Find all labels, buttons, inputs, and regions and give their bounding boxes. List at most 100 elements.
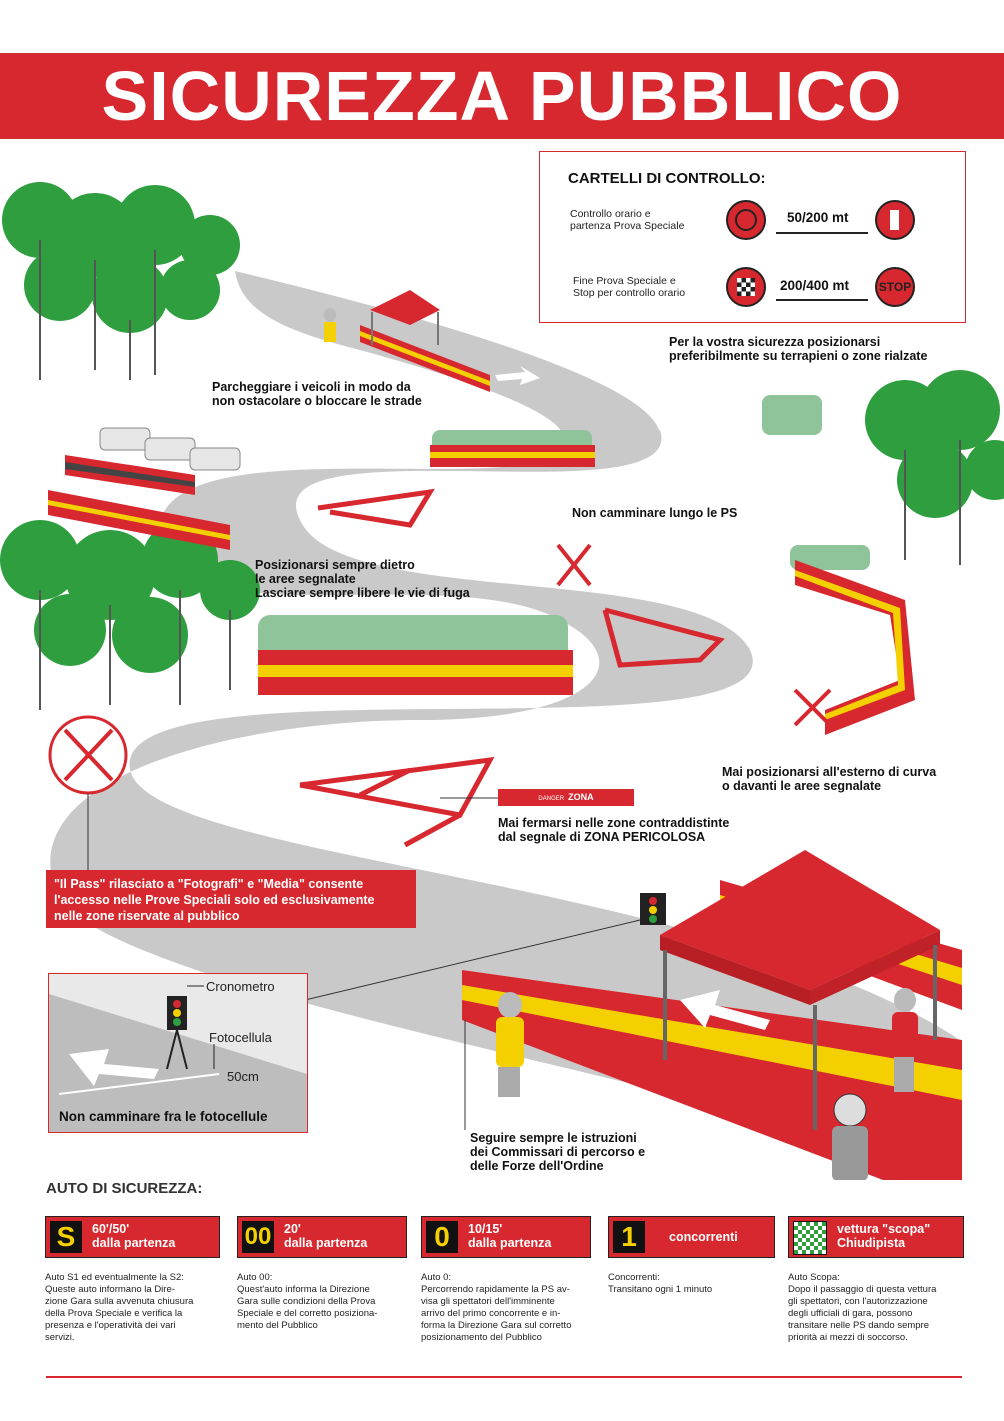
sweeper-car-badge: vettura "scopa" Chiudipista — [788, 1216, 964, 1258]
red-tent-large — [660, 850, 940, 1130]
behind-areas-line3: Lasciare sempre libere le vie di fuga — [255, 586, 470, 600]
competitors-icon: 1 — [613, 1221, 645, 1253]
trees-right — [865, 370, 1004, 518]
row1-line2: partenza Prova Speciale — [570, 220, 685, 232]
sweeper-desc-1: Auto Scopa: — [788, 1272, 840, 1283]
sweeper-desc-5: transitare nelle PS dando sempre — [788, 1320, 929, 1331]
00-desc-3: Gara sulle condizioni della Prova — [237, 1296, 376, 1307]
competitors-desc-2: Transitano ogni 1 minuto — [608, 1284, 713, 1295]
row1-line1: Controllo orario e — [570, 208, 651, 220]
safety-car-s-description: Auto S1 ed eventualmente la S2: Queste a… — [45, 1272, 220, 1344]
photocell-drawing — [49, 985, 307, 1132]
behind-areas-label: Posizionarsi sempre dietro le aree segna… — [255, 558, 470, 600]
competitors-badge: 1 concorrenti — [608, 1216, 775, 1258]
safety-car-00-label-line2: dalla partenza — [284, 1236, 368, 1250]
parking-line1: Parcheggiare i veicoli in modo da — [212, 380, 411, 394]
sweeper-car-label: vettura "scopa" Chiudipista — [837, 1222, 930, 1250]
pass-line1: "Il Pass" rilasciato a "Fotografi" e "Me… — [54, 877, 364, 891]
danger-word-right: DANGER — [584, 815, 611, 821]
control-signs-row2-text: Fine Prova Speciale e Stop per controllo… — [573, 275, 685, 299]
safety-car-0-label-line1: 10/15' — [468, 1222, 503, 1236]
00-desc-5: mento del Pubblico — [237, 1320, 318, 1331]
fotocellula-label: Fotocellula — [209, 1030, 272, 1045]
elevated-line1: Per la vostra sicurezza posizionarsi — [669, 335, 881, 349]
safety-car-00-icon: 00 — [242, 1221, 274, 1253]
s-desc-5: presenza e l'operatività dei vari — [45, 1320, 176, 1331]
follow-line1: Seguire sempre le istruzioni — [470, 1131, 637, 1145]
safety-car-s-badge: S 60'/50' dalla partenza — [45, 1216, 220, 1258]
safety-car-0-icon: 0 — [426, 1221, 458, 1253]
rally-course-illustration — [0, 182, 1004, 1180]
road-arrows — [495, 366, 770, 1030]
pass-line3: nelle zone riservate al pubblico — [54, 909, 240, 923]
safety-car-s-label-line2: dalla partenza — [92, 1236, 176, 1250]
row2-line1: Fine Prova Speciale e — [573, 275, 676, 287]
elevated-line2: preferibilmente su terrapieni o zone ria… — [669, 349, 928, 363]
safety-car-0-label-line2: dalla partenza — [468, 1236, 552, 1250]
control-signs-box: CARTELLI DI CONTROLLO: Controllo orario … — [539, 151, 966, 323]
row2-arrow-line — [776, 299, 868, 301]
00-desc-4: Speciale e del corretto posiziona- — [237, 1308, 378, 1319]
outside-curve-label: Mai posizionarsi all'esterno di curva o … — [722, 765, 936, 793]
safety-car-00-label: 20' dalla partenza — [284, 1222, 367, 1250]
danger-zone-line2: dal segnale di ZONA PERICOLOSA — [498, 830, 706, 844]
00-desc-2: Quest'auto informa la Direzione — [237, 1284, 370, 1295]
row2-distance: 200/400 mt — [780, 278, 850, 293]
spectator-crowd — [258, 395, 870, 665]
0-desc-6: posizionamento del Pubblico — [421, 1332, 542, 1343]
sweeper-desc-4: degli ufficiali di gara, possono — [788, 1308, 913, 1319]
competitors-label: concorrenti — [669, 1230, 738, 1244]
s-desc-4: della Prova Speciale e verifica la — [45, 1308, 183, 1319]
traffic-light-icon — [640, 893, 666, 925]
safety-car-s-label-line1: 60'/50' — [92, 1222, 130, 1236]
0-desc-1: Auto 0: — [421, 1272, 452, 1283]
outside-curve-line1: Mai posizionarsi all'esterno di curva — [722, 765, 937, 779]
trees-top-left — [2, 182, 240, 333]
marshal-figures — [324, 308, 918, 1180]
sweeper-car-description: Auto Scopa: Dopo il passaggio di questa … — [788, 1272, 964, 1344]
control-signs-row1-text: Controllo orario e partenza Prova Specia… — [570, 208, 684, 232]
behind-areas-line1: Posizionarsi sempre dietro — [255, 558, 415, 572]
behind-areas-line2: le aree segnalate — [255, 572, 356, 586]
pass-line2: l'accesso nelle Prove Speciali solo ed e… — [54, 893, 375, 907]
distance-50cm-label: 50cm — [227, 1069, 259, 1084]
sweeper-desc-6: priorità ai mezzi di soccorso. — [788, 1332, 908, 1343]
row1-distance: 50/200 mt — [787, 210, 849, 225]
follow-instructions-label: Seguire sempre le istruzioni dei Commiss… — [470, 1131, 645, 1173]
follow-line3: delle Forze dell'Ordine — [470, 1159, 604, 1173]
outside-curve-line2: o davanti le aree segnalate — [722, 779, 882, 793]
no-go-icon-left — [48, 715, 128, 795]
title-banner — [0, 53, 1004, 139]
safety-car-s-icon: S — [50, 1221, 82, 1253]
danger-word-left: DANGER — [538, 796, 565, 802]
danger-zone-sign-text: ZONA PERICOLOSA — [521, 792, 594, 821]
safety-cars-title: AUTO DI SICUREZZA: — [46, 1180, 203, 1197]
safety-car-00-badge: 00 20' dalla partenza — [237, 1216, 407, 1258]
safety-car-0-badge: 0 10/15' dalla partenza — [421, 1216, 591, 1258]
s-desc-1: Auto S1 ed eventualmente la S2: — [45, 1272, 184, 1283]
danger-zone-line1: Mai fermarsi nelle zone contraddistinte — [498, 816, 730, 830]
pass-notice-text: "Il Pass" rilasciato a "Fotografi" e "Me… — [54, 876, 375, 924]
cronometro-label: Cronometro — [206, 979, 275, 994]
safety-car-00-description: Auto 00: Quest'auto informa la Direzione… — [237, 1272, 405, 1332]
safety-car-00-label-line1: 20' — [284, 1222, 301, 1236]
danger-zone-label: Mai fermarsi nelle zone contraddistinte … — [498, 816, 729, 844]
row2-line2: Stop per controllo orario — [573, 287, 686, 299]
competitors-desc-1: Concorrenti: — [608, 1272, 660, 1283]
s-desc-3: zione Gara sulla avvenuta chiusura — [45, 1296, 194, 1307]
0-desc-5: forma la Direzione Gara sul corretto — [421, 1320, 572, 1331]
parking-line2: non ostacolare o bloccare le strade — [212, 394, 422, 408]
competitors-description: Concorrenti: Transitano ogni 1 minuto — [608, 1272, 773, 1296]
no-go-icon-mid — [556, 543, 592, 587]
checkered-flag-sign-icon — [726, 267, 766, 307]
page-title: SICUREZZA PUBBLICO — [101, 57, 903, 135]
control-signs-title: CARTELLI DI CONTROLLO: — [568, 170, 766, 187]
checkered-flag-icon — [793, 1221, 827, 1255]
stop-sign-icon: STOP — [875, 267, 915, 307]
s-desc-2: Queste auto informano la Dire- — [45, 1284, 175, 1295]
pass-notice-box: "Il Pass" rilasciato a "Fotografi" e "Me… — [46, 870, 416, 928]
no-walk-ps-label: Non camminare lungo le PS — [572, 506, 738, 520]
truss-structures — [299, 488, 725, 848]
follow-line2: dei Commissari di percorso e — [470, 1145, 646, 1159]
